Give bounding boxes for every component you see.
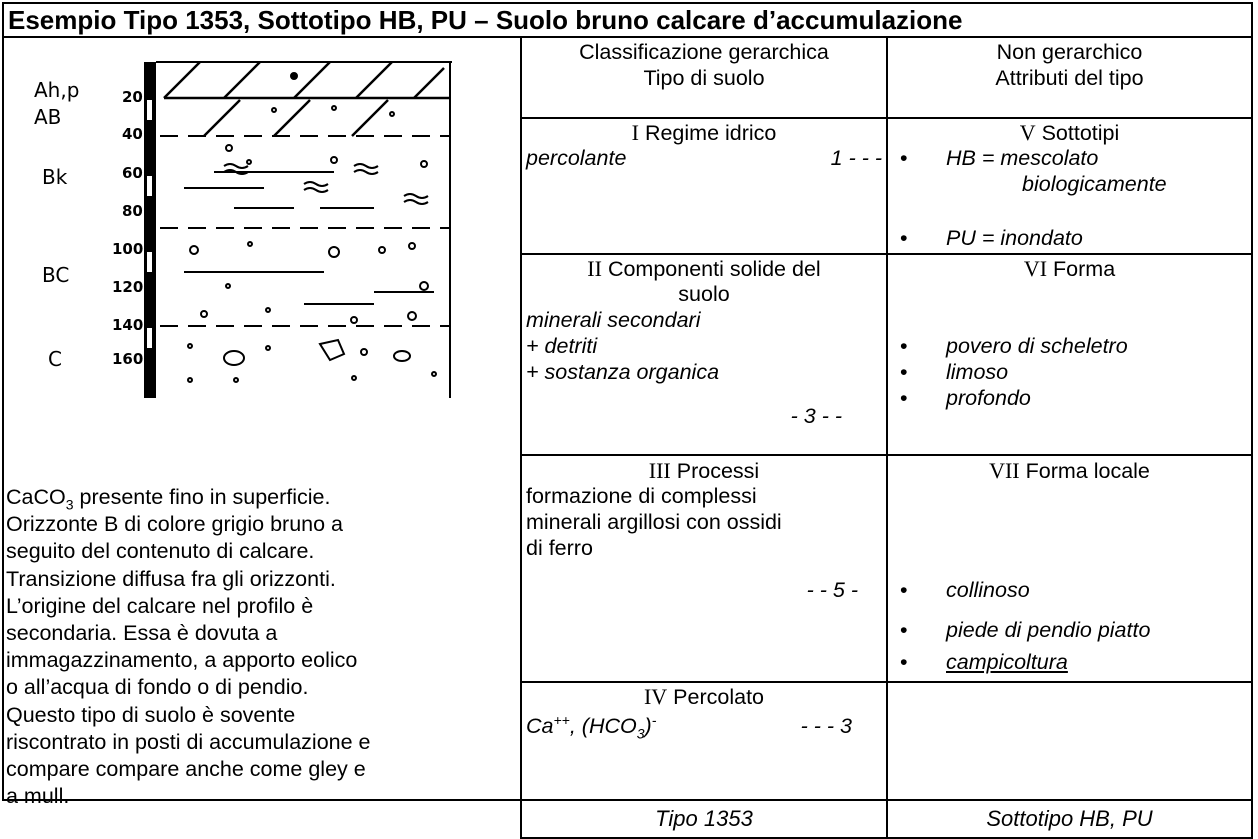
regime-idrico-value: percolante	[526, 146, 627, 170]
description-line: Transizione diffusa fra gli orizzonti.	[6, 566, 336, 591]
section-percolato-title: IV Percolato	[643, 684, 765, 709]
forma-locale-item: •collinoso	[900, 578, 1030, 602]
profile-drawing	[144, 61, 452, 398]
horizon-label: Bk	[42, 165, 68, 189]
formula-caco3: CaCO3	[6, 485, 74, 513]
forma-item: •limoso	[900, 360, 1009, 384]
description-line: immagazzinamento, a apporto eolico	[6, 648, 358, 673]
depth-label: 20	[122, 88, 143, 106]
depth-label: 100	[112, 240, 144, 258]
forma-item: •profondo	[900, 386, 1031, 410]
componenti-item: + sostanza organica	[526, 360, 720, 384]
forma-locale-item: •piede di pendio piatto	[900, 618, 1151, 642]
footer-tipo: Tipo 1353	[655, 806, 753, 831]
regime-idrico-code: 1 - - -	[830, 146, 882, 170]
section-forma-title: VI Forma	[1023, 256, 1116, 281]
section-processi-title: III Processi	[648, 458, 760, 483]
description-line: CaCO3 presente fino in superficie.	[6, 485, 331, 513]
description-line: L’origine del calcare nel profilo è	[6, 593, 314, 618]
depth-label: 40	[122, 125, 143, 143]
description-line: o all’acqua di fondo o di pendio.	[6, 675, 309, 700]
depth-label: 140	[112, 316, 144, 334]
depth-label: 120	[112, 278, 144, 296]
footer-sottotipo: Sottotipo HB, PU	[986, 806, 1153, 831]
sottotipo-item: •PU = inondato	[900, 226, 1083, 250]
profile-description: CaCO3 presente fino in superficie. Orizz…	[6, 484, 518, 810]
description-line: seguito del contenuto di calcare.	[6, 539, 315, 564]
processi-line: formazione di complessi	[526, 484, 757, 508]
horizon-label: Ah,p	[34, 78, 80, 102]
header-left-line1: Classificazione gerarchica	[579, 40, 829, 64]
header-right-line1: Non gerarchico	[996, 40, 1143, 64]
componenti-item: + detriti	[526, 334, 598, 358]
forma-item: •povero di scheletro	[900, 334, 1128, 358]
percolato-code: - - - 3	[800, 714, 852, 738]
processi-line: di ferro	[526, 536, 593, 560]
depth-label: 80	[122, 202, 143, 220]
section-componenti-title-1: II Componenti solide del	[587, 256, 821, 281]
section-forma-locale-title: VII Forma locale	[989, 458, 1150, 483]
componenti-code: - 3 - -	[790, 404, 842, 428]
header-right-line2: Attributi del tipo	[995, 66, 1144, 90]
sottotipo-item: •HB = mescolato	[900, 146, 1099, 170]
section-componenti-title-2: suolo	[678, 282, 730, 306]
page-title: Esempio Tipo 1353, Sottotipo HB, PU – Su…	[2, 2, 1253, 38]
processi-code: - - 5 -	[806, 578, 858, 602]
description-line: Orizzonte B di colore grigio bruno a	[6, 512, 344, 537]
header-left-line2: Tipo di suolo	[643, 66, 765, 90]
description-line: Questo tipo di suolo è sovente	[6, 702, 296, 727]
description-line: secondaria. Essa è dovuta a	[6, 621, 278, 646]
percolato-value: Ca++, (HCO3)-	[526, 711, 657, 742]
description-line: compare compare anche come gley e	[6, 757, 366, 782]
processi-line: minerali argillosi con ossidi	[526, 510, 782, 534]
depth-label: 60	[122, 164, 143, 182]
section-sottotipi-title: V Sottotipi	[1019, 120, 1120, 145]
description-line: riscontrato in posti di accumulazione e	[6, 729, 371, 754]
forma-locale-item: •campicoltura	[900, 650, 1068, 674]
description-line: a mull.	[6, 784, 70, 809]
section-regime-idrico-title: I Regime idrico	[631, 120, 777, 145]
sottotipo-item-continued: biologicamente	[1022, 172, 1167, 196]
horizon-label: AB	[34, 105, 62, 129]
soil-profile-diagram: Ah,p AB Bk BC C 20 40 60 80 100 120 140 …	[4, 40, 516, 480]
horizon-label: BC	[42, 263, 70, 287]
horizon-label: C	[48, 347, 62, 371]
componenti-item: minerali secondari	[526, 308, 701, 332]
depth-label: 160	[112, 350, 144, 368]
